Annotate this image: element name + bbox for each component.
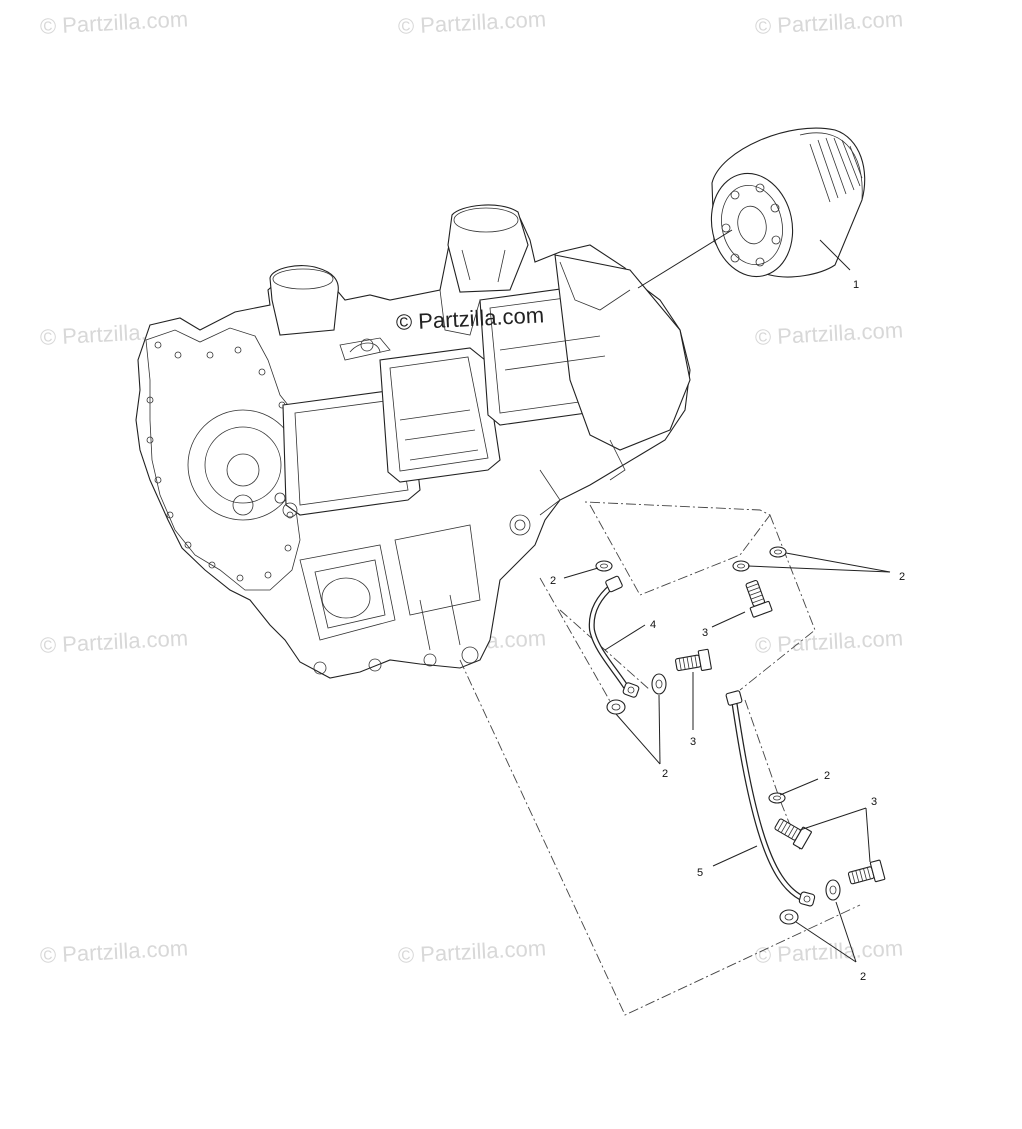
oil-line-lower[interactable] — [725, 690, 816, 907]
callout-2: 2 — [550, 575, 556, 587]
banjo-bolt[interactable] — [847, 859, 886, 888]
callout-2: 2 — [662, 768, 668, 780]
callout-2: 2 — [824, 770, 830, 782]
banjo-bolt[interactable] — [674, 648, 712, 675]
washer[interactable] — [825, 879, 841, 901]
callout-leaders — [563, 552, 891, 963]
washer[interactable] — [779, 909, 799, 925]
washer[interactable] — [732, 560, 750, 572]
callout-3: 3 — [871, 796, 877, 808]
banjo-bolt[interactable] — [742, 579, 773, 618]
washer[interactable] — [595, 560, 613, 572]
callout-leader — [819, 239, 851, 271]
banjo-bolts — [674, 579, 886, 888]
callout-2: 2 — [899, 571, 905, 583]
callout-2: 2 — [860, 971, 866, 983]
callout-4: 4 — [650, 619, 656, 631]
callout-3: 3 — [690, 736, 696, 748]
callout-1: 1 — [853, 279, 859, 291]
engine-crankcase — [135, 204, 691, 679]
oil-line-upper[interactable] — [588, 575, 640, 698]
banjo-bolt[interactable] — [772, 815, 812, 850]
filter-mount-line — [637, 229, 733, 289]
washer[interactable] — [768, 792, 786, 804]
oil-filter[interactable] — [702, 127, 866, 284]
washer[interactable] — [606, 699, 626, 715]
washers — [595, 546, 841, 925]
callout-5: 5 — [697, 867, 703, 879]
callout-3: 3 — [702, 627, 708, 639]
callout-labels: 1 2 2 2 2 2 3 3 3 4 5 — [550, 279, 905, 983]
washer[interactable] — [651, 673, 667, 695]
washer[interactable] — [769, 546, 787, 558]
